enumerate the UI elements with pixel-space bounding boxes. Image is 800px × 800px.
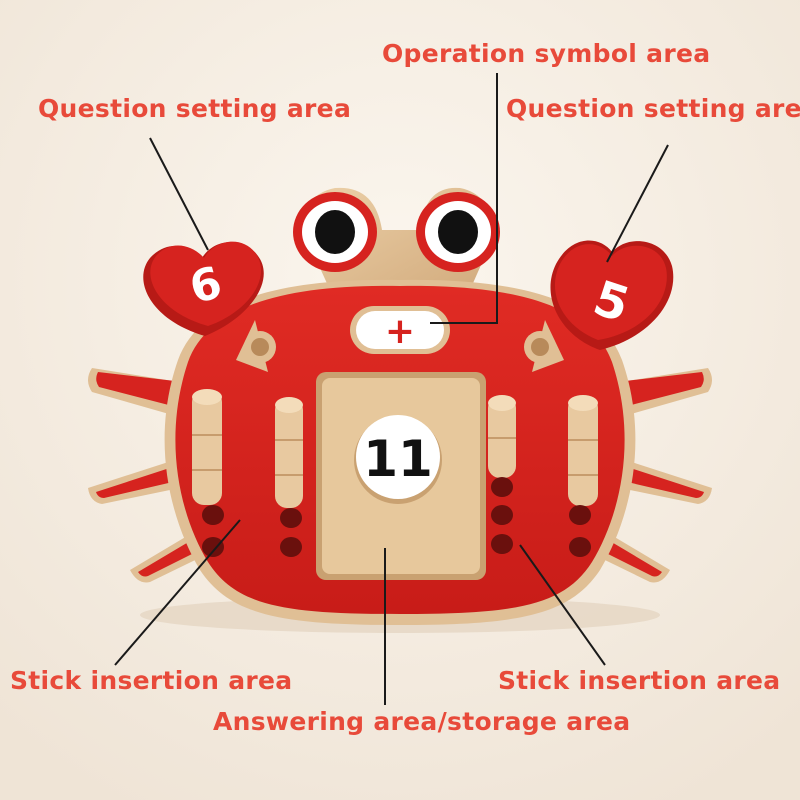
question-card-right: 5 xyxy=(550,240,674,350)
callout-operator xyxy=(430,73,498,324)
stick-insertion-right xyxy=(488,395,598,557)
label-question-setting-area-left: Question setting area xyxy=(38,94,352,123)
callout-question-left xyxy=(149,137,209,251)
answer-number: 11 xyxy=(363,430,433,488)
callout-question-right xyxy=(606,144,669,263)
label-stick-insertion-area-left: Stick insertion area xyxy=(10,666,293,695)
callout-stick-right xyxy=(519,544,606,666)
question-card-left: 6 xyxy=(143,241,264,336)
label-stick-insertion-area-right: Stick insertion area xyxy=(498,666,781,695)
callout-stick-left xyxy=(114,519,241,666)
claw-right xyxy=(524,320,564,372)
label-question-setting-area-right: Question setting area xyxy=(506,94,800,123)
callout-lines xyxy=(114,73,669,705)
operator-window: + xyxy=(350,306,450,354)
claw-left xyxy=(236,320,276,372)
operator-symbol: + xyxy=(385,311,415,352)
stick-insertion-left xyxy=(192,389,303,557)
label-answering-storage-area: Answering area/storage area xyxy=(213,707,631,736)
answer-tray: 11 xyxy=(316,372,486,580)
label-operation-symbol-area: Operation symbol area xyxy=(382,39,711,68)
crab-eyes xyxy=(293,187,500,290)
